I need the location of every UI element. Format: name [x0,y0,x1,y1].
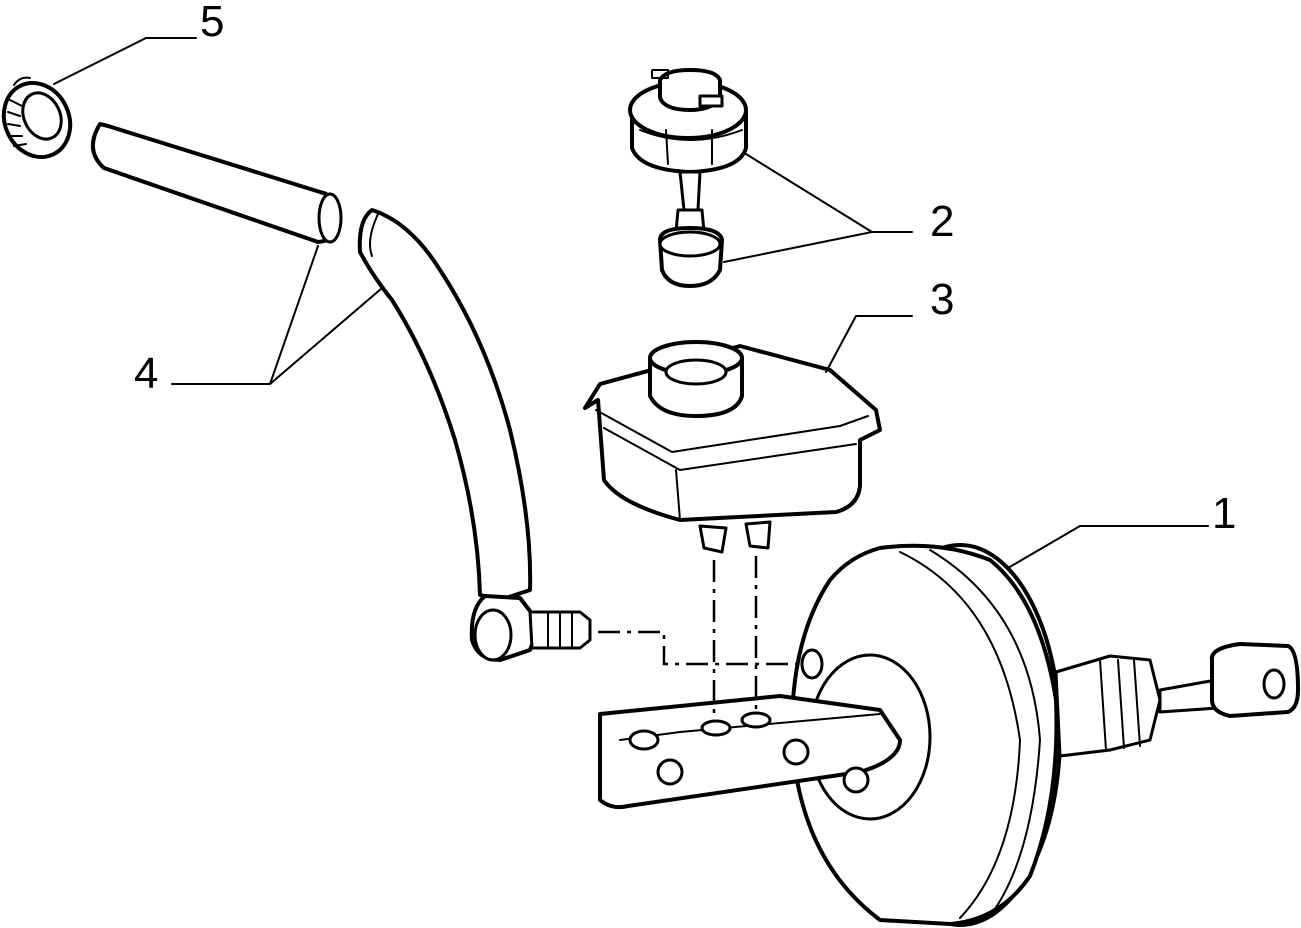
hose-fitting-part [469,594,592,662]
hose-lower-part [357,208,533,602]
leader-4 [171,245,383,385]
callout-label-3: 3 [930,275,954,324]
leader-2 [723,153,913,263]
callout-label-5: 5 [200,0,224,46]
reservoir-cap-part [628,68,748,288]
hose-upper-part [91,122,343,244]
callout-label-2: 2 [930,197,954,246]
leader-3 [825,315,913,373]
assembly-guide-lines [598,556,800,720]
callout-label-1: 1 [1212,489,1236,538]
callout-label-4: 4 [134,349,158,398]
fluid-reservoir-part [583,340,882,554]
leader-lines [53,37,1209,569]
leader-5 [53,37,197,85]
master-cylinder-part [598,648,902,810]
leader-1 [1007,525,1209,569]
hose-clamp-part [1,76,73,159]
